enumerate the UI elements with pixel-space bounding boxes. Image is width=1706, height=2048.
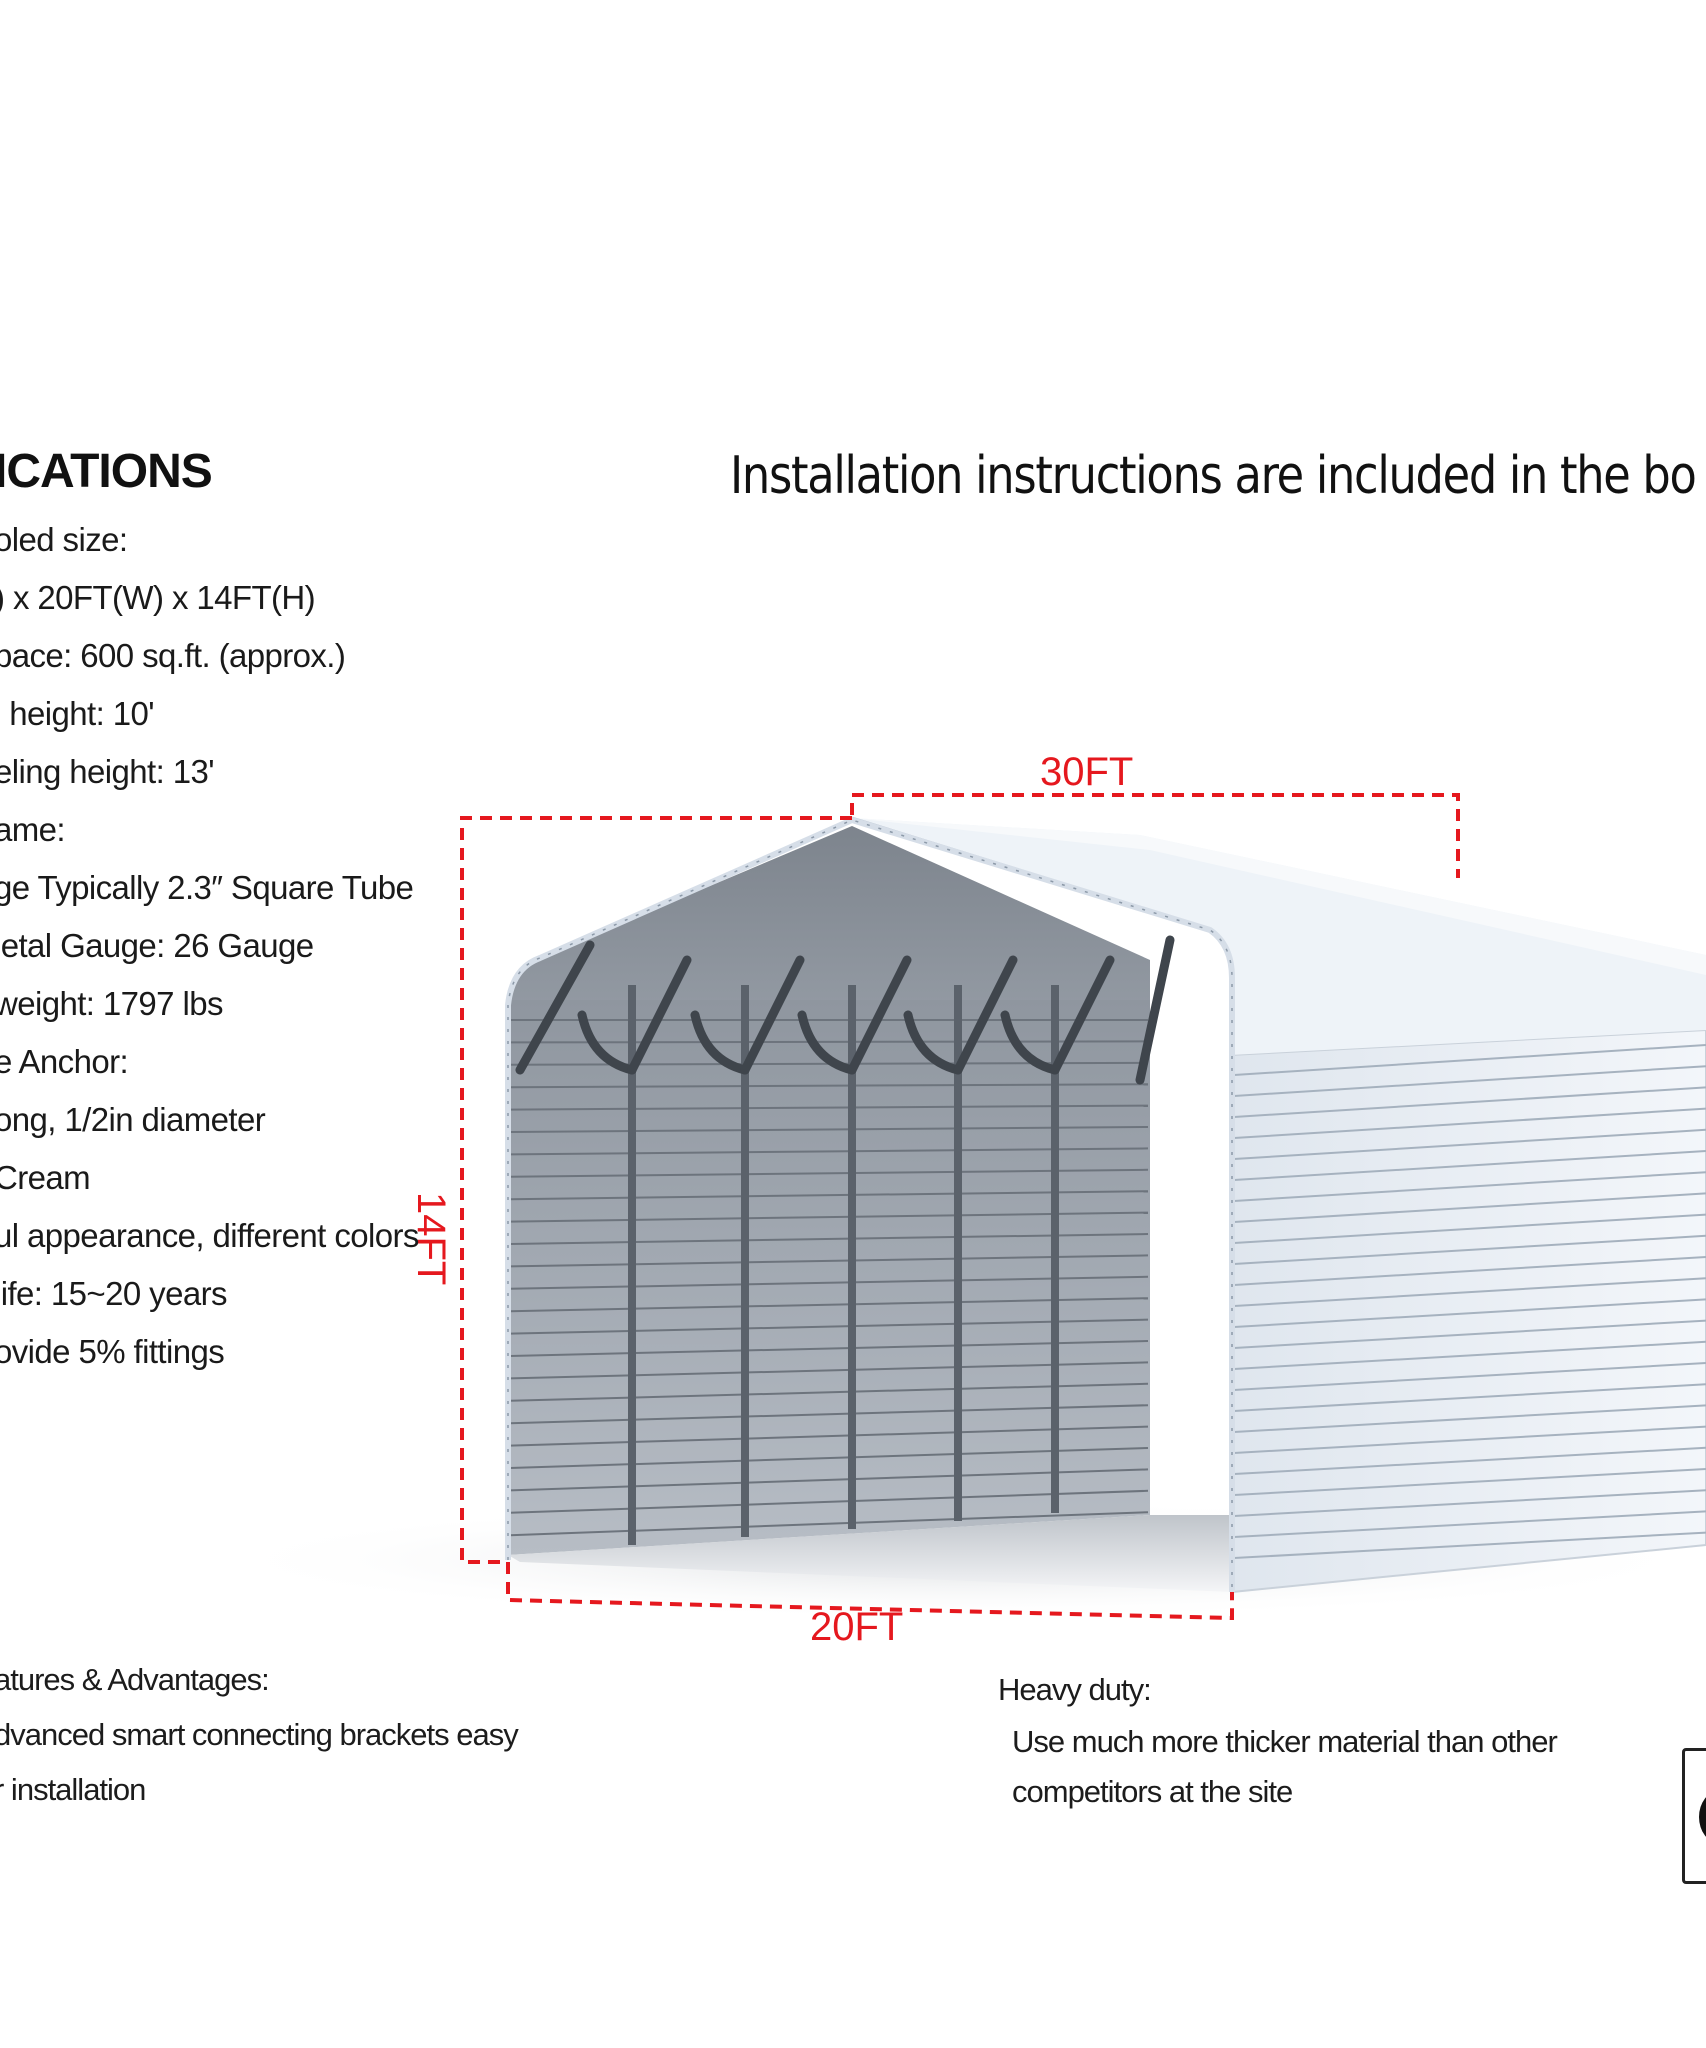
back-wall-rib xyxy=(509,1254,1149,1268)
features-heading: atures & Advantages: xyxy=(0,1662,270,1697)
side-wall-rib xyxy=(1233,1128,1706,1160)
spec-line-3: pace: 600 sq.ft. (approx.) xyxy=(0,637,346,674)
spec-line-14: life: 15~20 years xyxy=(0,1275,227,1312)
back-wall-rib xyxy=(509,1511,1149,1537)
back-wall-rib xyxy=(509,1104,1149,1111)
frame-brace xyxy=(903,1010,963,1075)
side-wall-rib xyxy=(1233,1531,1706,1559)
frame-brace xyxy=(797,1010,857,1075)
spec-line-10: e Anchor: xyxy=(0,1043,129,1080)
back-wall-rib xyxy=(509,1382,1149,1402)
side-wall-rib xyxy=(1233,1213,1706,1244)
side-wall-rib xyxy=(1233,1362,1706,1391)
spec-line-2: ) x 20FT(W) x 14FT(H) xyxy=(0,579,316,616)
side-wall-rib xyxy=(1233,1065,1706,1097)
back-wall-rib xyxy=(509,1190,1149,1201)
side-wall-rib xyxy=(1233,1510,1706,1538)
frame-brace xyxy=(1050,955,1115,1075)
back-wall-rib xyxy=(509,1126,1149,1133)
back-wall-rib xyxy=(509,1297,1149,1313)
side-wall-rib xyxy=(1233,1425,1706,1454)
spec-line-6: ame: xyxy=(0,811,66,848)
back-wall-rib xyxy=(509,1489,1149,1514)
back-wall-rib xyxy=(509,1468,1149,1492)
back-wall-rib xyxy=(509,1275,1149,1290)
features-line-2: r installation xyxy=(0,1772,146,1807)
heavy-duty-heading: Heavy duty: xyxy=(998,1672,1152,1707)
frame-post xyxy=(741,985,749,1537)
side-wall-rib xyxy=(1233,1298,1706,1328)
corner-brace xyxy=(1135,935,1175,1085)
carport-interior xyxy=(508,826,1232,1592)
back-wall-rib xyxy=(509,1233,1149,1245)
installation-note: Installation instructions are included i… xyxy=(730,446,1697,506)
frame-brace xyxy=(690,1010,750,1075)
side-wall-rib xyxy=(1233,1171,1706,1202)
back-wall-rib xyxy=(509,1404,1149,1425)
height-dimension-label: 14FT xyxy=(409,1192,453,1285)
spec-line-15: ovide 5% fittings xyxy=(0,1333,225,1370)
heavy-duty-line-1: Use much more thicker material than othe… xyxy=(1012,1724,1558,1759)
side-wall-rib xyxy=(1233,1383,1706,1412)
width-dimension-line xyxy=(506,1562,1234,1621)
side-wall-rib xyxy=(1233,1086,1706,1118)
frame-brace xyxy=(577,1010,637,1075)
side-wall-rib xyxy=(1233,1234,1706,1265)
frame-post xyxy=(1051,985,1059,1513)
partial-badge xyxy=(1682,1748,1706,1884)
frame-post xyxy=(954,985,962,1521)
side-wall-rib xyxy=(1233,1404,1706,1433)
back-wall-rib xyxy=(509,1168,1149,1178)
spec-line-9: weight: 1797 lbs xyxy=(0,985,224,1022)
side-wall-rib xyxy=(1233,1107,1706,1139)
spec-line-1: oled size: xyxy=(0,521,128,558)
back-wall-rib xyxy=(509,1147,1149,1156)
back-wall-rib xyxy=(509,1425,1149,1447)
back-wall-rib xyxy=(509,1040,1149,1044)
frame-brace xyxy=(627,955,692,1075)
side-wall-rib xyxy=(1233,1192,1706,1223)
side-wall-rib xyxy=(1233,1150,1706,1181)
frame-brace xyxy=(1000,1010,1060,1075)
features-line-1: dvanced smart connecting brackets easy xyxy=(0,1717,519,1752)
side-wall-rib xyxy=(1233,1044,1706,1076)
frame-brace xyxy=(953,955,1018,1075)
specifications-title: ICATIONS xyxy=(0,445,213,498)
side-wall-rib xyxy=(1233,1468,1706,1496)
side-wall-rib xyxy=(1233,1277,1706,1307)
spec-line-13: ul appearance, different colors xyxy=(0,1217,419,1254)
heavy-duty-line-2: competitors at the site xyxy=(1012,1774,1293,1809)
carport-side-wall xyxy=(1228,1028,1706,1594)
corner-brace xyxy=(515,940,595,1075)
height-dimension-line xyxy=(460,816,852,1564)
frame-brace xyxy=(740,955,805,1075)
back-wall-rib xyxy=(509,1318,1149,1335)
back-wall-rib xyxy=(509,1361,1149,1380)
back-wall-rib xyxy=(509,1083,1149,1089)
dimension-lines xyxy=(460,793,1460,1621)
side-wall-rib xyxy=(1233,1319,1706,1349)
side-wall-rib xyxy=(1233,1256,1706,1286)
back-wall-rib xyxy=(509,1211,1149,1223)
spec-line-11: ong, 1/2in diameter xyxy=(0,1101,266,1138)
back-wall-rib xyxy=(509,1340,1149,1357)
side-wall-rib xyxy=(1233,1446,1706,1475)
spec-line-12: Cream xyxy=(0,1159,91,1196)
spec-line-8: letal Gauge: 26 Gauge xyxy=(0,927,314,964)
back-wall-rib xyxy=(509,1447,1149,1469)
badge-glyph-icon xyxy=(1699,1791,1706,1843)
spec-line-5: eling height: 13' xyxy=(0,753,215,790)
spec-line-7: ge Typically 2.3″ Square Tube xyxy=(0,869,414,906)
frame-brace xyxy=(847,955,912,1075)
side-wall-rib xyxy=(1233,1340,1706,1370)
width-dimension-label: 20FT xyxy=(810,1605,903,1649)
frame-post xyxy=(848,985,856,1529)
length-dimension-label: 30FT xyxy=(1040,750,1133,794)
side-wall-rib xyxy=(1233,1489,1706,1517)
frame-post xyxy=(628,985,636,1545)
length-dimension-line xyxy=(850,793,1460,878)
spec-line-4: l height: 10' xyxy=(0,695,155,732)
